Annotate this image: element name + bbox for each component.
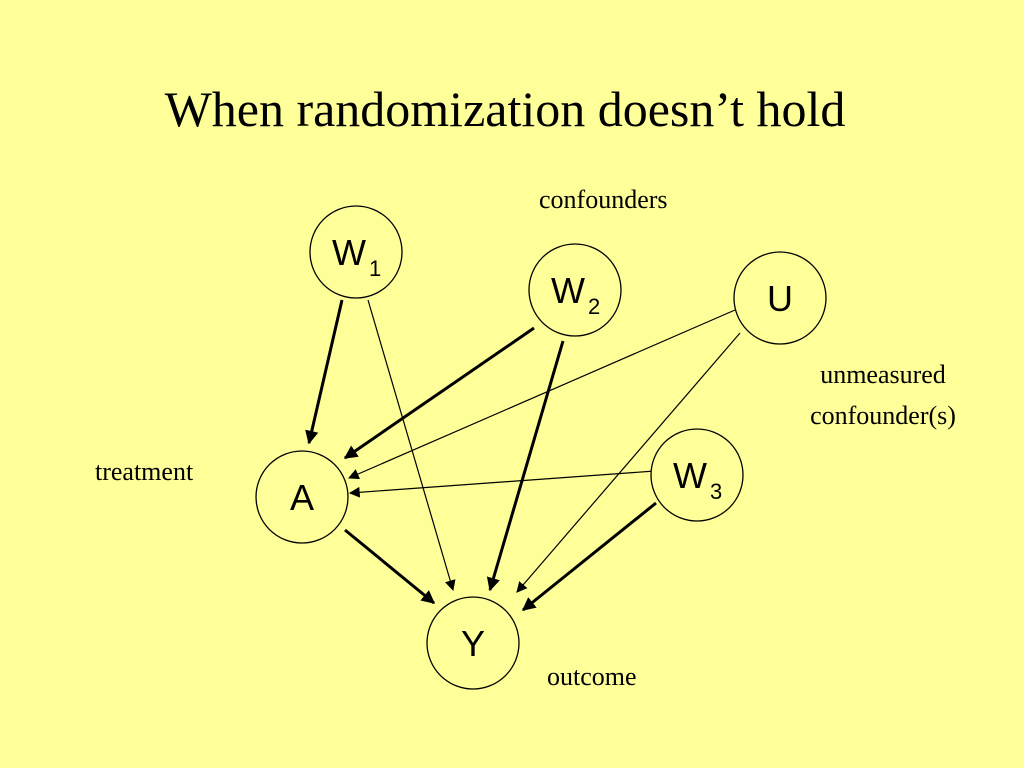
node-w2-circle <box>528 243 622 337</box>
edge-a-to-y <box>344 528 436 605</box>
node-w1-circle <box>309 205 403 299</box>
node-w3-subscript: 3 <box>710 479 722 504</box>
edge-w1-to-y <box>367 299 456 592</box>
node-w3-circle <box>650 428 744 522</box>
node-a-label: A <box>290 477 314 518</box>
outcome-label: outcome <box>547 662 637 691</box>
node-w2-subscript: 2 <box>588 294 600 319</box>
node-w3-label: W <box>673 455 707 496</box>
edge-u-to-a <box>348 309 736 480</box>
edge-w1-to-a <box>305 299 344 445</box>
unmeasured-label-line1: unmeasured <box>820 360 946 389</box>
edge-w3-to-a <box>348 470 656 498</box>
edge-w2-to-y <box>486 340 565 592</box>
treatment-label: treatment <box>95 457 194 486</box>
node-a-circle <box>255 450 349 544</box>
edge-w3-to-y <box>521 501 657 612</box>
unmeasured-confounders-label: unmeasured confounder(s) <box>788 354 978 436</box>
edges-layer <box>305 299 741 612</box>
node-y-circle <box>426 596 520 690</box>
node-y: Y <box>426 596 520 690</box>
node-y-label: Y <box>461 623 485 664</box>
edge-w2-to-a <box>343 326 535 460</box>
unmeasured-label-line2: confounder(s) <box>810 401 956 430</box>
confounders-label: confounders <box>539 185 668 214</box>
node-u: U <box>733 251 827 345</box>
node-u-circle <box>733 251 827 345</box>
node-w2-label: W <box>551 270 585 311</box>
node-u-label: U <box>767 278 793 319</box>
edge-u-to-y <box>516 332 741 593</box>
slide-title: When randomization doesn’t hold <box>164 81 846 137</box>
node-w1-label: W <box>332 232 366 273</box>
node-w1-subscript: 1 <box>369 256 381 281</box>
node-a: A <box>255 450 349 544</box>
